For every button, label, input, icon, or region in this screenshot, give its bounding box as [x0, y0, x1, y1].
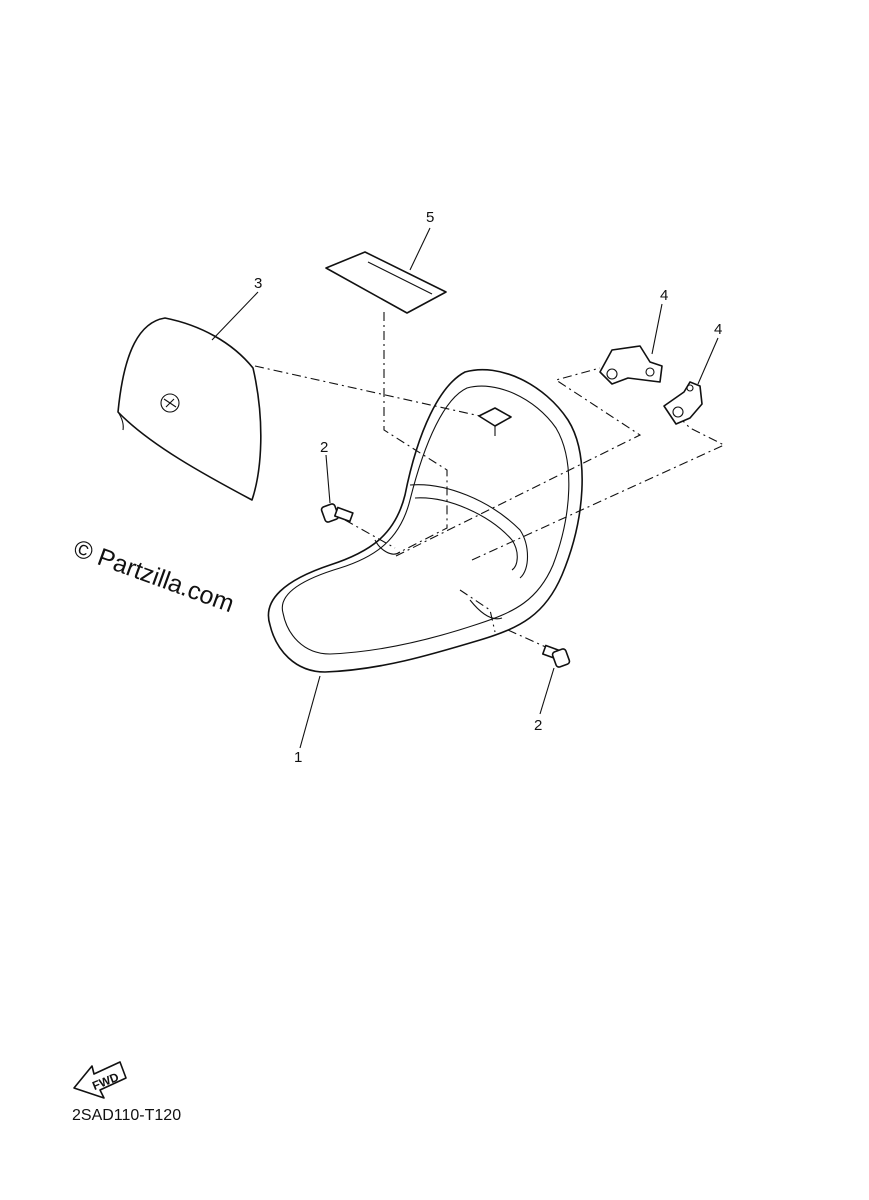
- callout-1: 1: [294, 749, 302, 766]
- callout-4-left: 4: [660, 287, 668, 304]
- leader-line-2-right: [539, 667, 555, 715]
- leader-line-4-left: [651, 303, 663, 355]
- leader-line-3: [211, 291, 259, 341]
- bolt-left[interactable]: [320, 503, 354, 523]
- callout-2-left: 2: [320, 439, 328, 456]
- callout-5: 5: [426, 209, 434, 226]
- bolt-right[interactable]: [541, 644, 571, 668]
- callout-4-right: 4: [714, 321, 722, 338]
- seat-fastener-tab: [478, 407, 512, 427]
- seat[interactable]: [267, 368, 583, 673]
- diagram-code: 2SAD110-T120: [72, 1107, 181, 1124]
- bracket-right[interactable]: [663, 381, 703, 425]
- assembly-lines: [254, 312, 726, 649]
- leader-line-5: [409, 227, 431, 271]
- callout-3: 3: [254, 275, 262, 292]
- callout-2-right: 2: [534, 717, 542, 734]
- tuning-fork-emblem-icon: [160, 393, 180, 413]
- leader-line-1: [299, 675, 321, 749]
- bracket-left[interactable]: [599, 345, 663, 385]
- fwd-arrow-icon: FWD: [73, 1061, 127, 1099]
- label-sticker[interactable]: [325, 251, 447, 314]
- leader-line-4-right: [697, 337, 719, 385]
- leader-line-2-left: [325, 454, 331, 504]
- seat-cover[interactable]: [117, 317, 262, 501]
- watermark: © Partzilla.com: [70, 534, 238, 618]
